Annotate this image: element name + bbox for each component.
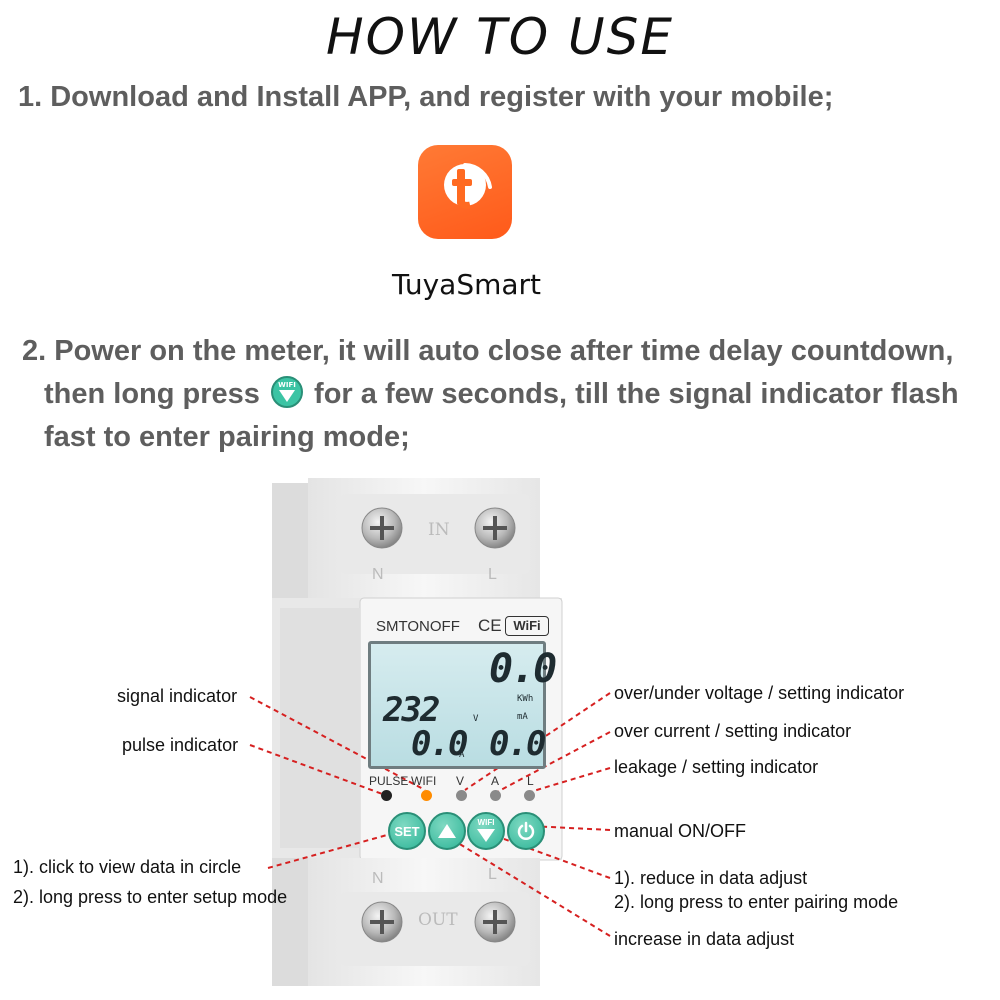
triangle-up-icon: [438, 824, 456, 838]
step-2-line-2: then long press WIFI for a few seconds, …: [22, 373, 997, 416]
leakage-indicator-led: [524, 790, 535, 801]
wifi-button-label: WIFI: [477, 818, 495, 827]
power-icon: [517, 821, 535, 840]
lcd-leakage-value: 0.0: [489, 724, 546, 764]
tuya-app-icon: [418, 145, 512, 239]
terminal-in-label: IN: [428, 520, 450, 540]
indicator-label-wifi: WIFI: [411, 774, 437, 788]
brand-name: SMTONOFF: [376, 618, 460, 635]
lcd-voltage-value: 232: [383, 690, 440, 730]
step-2-line-3: fast to enter pairing mode;: [44, 421, 410, 453]
lcd-current-value: 0.0: [411, 724, 468, 764]
callout-up: increase in data adjust: [614, 929, 795, 949]
terminal-screw-bottom-right: [474, 901, 516, 943]
lcd-energy-value: 0.0: [489, 646, 557, 692]
terminal-l-bottom-label: L: [488, 866, 497, 883]
callout-leakage-indicator: leakage / setting indicator: [614, 757, 819, 777]
ce-mark: CE: [478, 616, 502, 635]
power-button[interactable]: [507, 812, 545, 850]
callout-voltage-indicator: over/under voltage / setting indicator: [614, 683, 905, 703]
callout-down-2: 2). long press to enter pairing mode: [614, 892, 899, 912]
wifi-signal-indicator-led: [421, 790, 432, 801]
terminal-out-label: OUT: [418, 910, 458, 930]
indicator-label-v: V: [456, 774, 465, 788]
triangle-down-icon: [477, 829, 495, 842]
terminal-n-top-label: N: [372, 566, 384, 583]
callout-pulse-indicator: pulse indicator: [122, 735, 239, 755]
callout-signal-indicator: signal indicator: [117, 686, 238, 706]
terminal-n-bottom-label: N: [372, 870, 384, 887]
callout-set-2: 2). long press to enter setup mode: [13, 887, 288, 907]
step-2-line-1: 2. Power on the meter, it will auto clos…: [22, 335, 954, 367]
step-2-line-2-after: for a few seconds, till the signal indic…: [314, 378, 959, 410]
wifi-down-button[interactable]: WIFI: [467, 812, 505, 850]
set-button-label: SET: [394, 823, 420, 839]
step-2-line-2-before: then long press: [44, 378, 260, 410]
lcd-voltage-unit: V: [473, 714, 479, 724]
callout-set-1: 1). click to view data in circle: [13, 857, 242, 877]
terminal-screw-top-left: [361, 507, 403, 549]
svg-text:WIFI: WIFI: [278, 381, 296, 389]
pulse-indicator-led: [381, 790, 392, 801]
lcd-display: 0.0 KWh 232 V mA 0.0 A 0.0: [368, 641, 557, 769]
step-2-text: 2. Power on the meter, it will auto clos…: [22, 330, 997, 459]
indicator-label-l: L: [527, 774, 534, 788]
step-1-text: 1. Download and Install APP, and registe…: [18, 81, 834, 113]
wifi-down-button-icon: WIFI: [270, 376, 303, 408]
terminal-l-top-label: L: [488, 566, 497, 583]
lcd-leakage-unit: mA: [517, 712, 528, 722]
terminal-screw-bottom-left: [361, 901, 403, 943]
indicator-label-pulse: PULSE: [369, 774, 409, 788]
set-button[interactable]: SET: [388, 812, 426, 850]
callout-manual-onoff: manual ON/OFF: [614, 821, 747, 841]
page-title: HOW TO USE: [325, 8, 674, 66]
callout-current-indicator: over current / setting indicator: [614, 721, 852, 741]
terminal-screw-top-right: [474, 507, 516, 549]
app-name: TuyaSmart: [392, 268, 542, 301]
lcd-current-unit: A: [459, 750, 465, 760]
indicator-label-a: A: [491, 774, 500, 788]
callout-lines: [249, 692, 611, 937]
wifi-badge: WiFi: [505, 616, 549, 636]
current-indicator-led: [490, 790, 501, 801]
voltage-indicator-led: [456, 790, 467, 801]
up-button[interactable]: [428, 812, 466, 850]
tuya-logo-icon: [444, 163, 492, 209]
lcd-energy-unit: KWh: [517, 694, 534, 704]
callout-down-1: 1). reduce in data adjust: [614, 868, 808, 888]
